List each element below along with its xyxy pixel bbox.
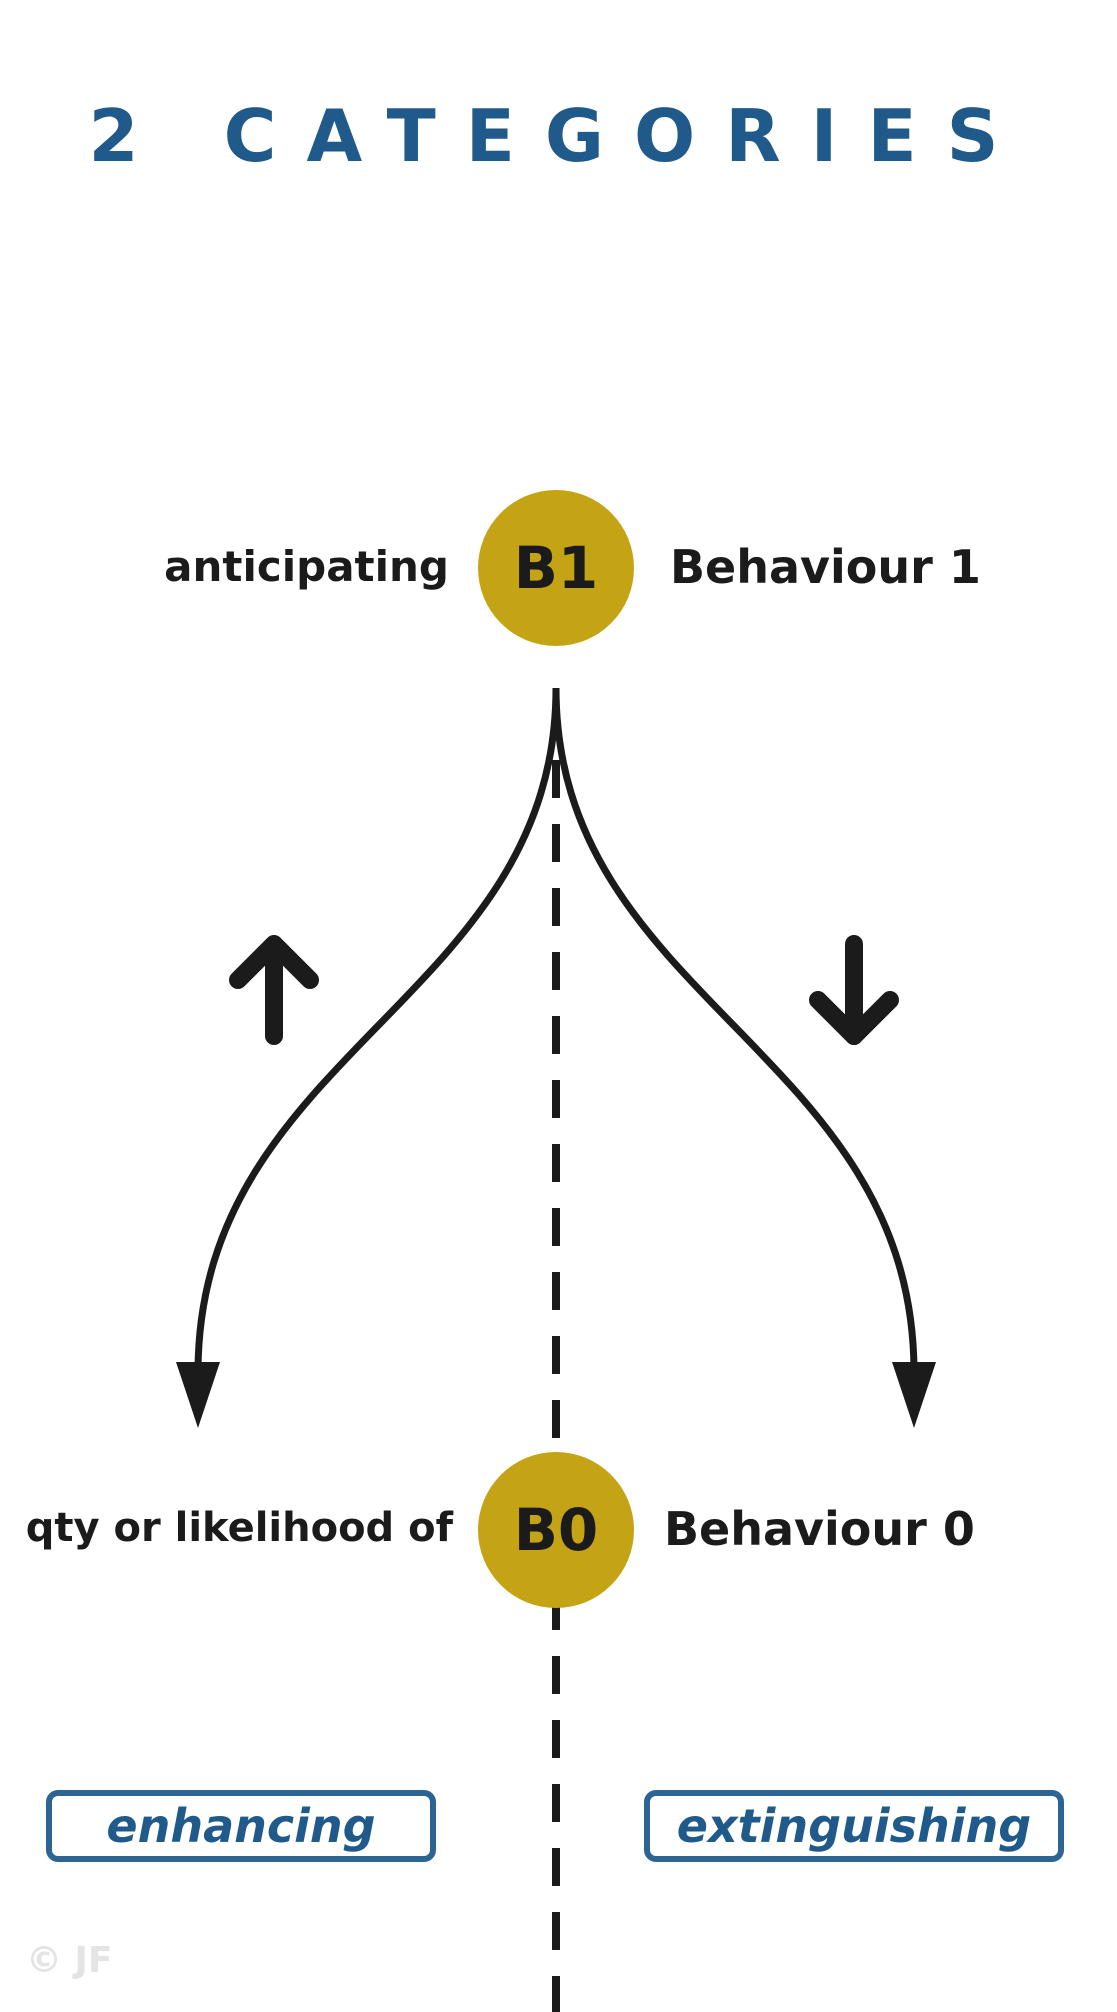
enhancing-box: enhancing [46,1790,436,1862]
b0-right-label: Behaviour 0 [664,1502,975,1556]
b0-node: B0 [478,1452,634,1608]
page-title: 2 CATEGORIES [88,94,1029,178]
copyright-watermark: © JF [26,1940,113,1981]
b1-left-label: anticipating [164,542,449,591]
left-branch-arrowhead [176,1362,220,1428]
b0-left-label: qty or likelihood of [25,1505,453,1551]
right-branch-arrowhead [892,1362,936,1428]
right-branch-curve [552,687,918,1371]
b1-right-label: Behaviour 1 [670,540,981,594]
extinguishing-box: extinguishing [644,1790,1064,1862]
up-arrow-icon [229,935,319,1045]
left-branch-curve [194,687,560,1371]
b1-node: B1 [478,490,634,646]
down-arrow-icon [809,935,899,1045]
